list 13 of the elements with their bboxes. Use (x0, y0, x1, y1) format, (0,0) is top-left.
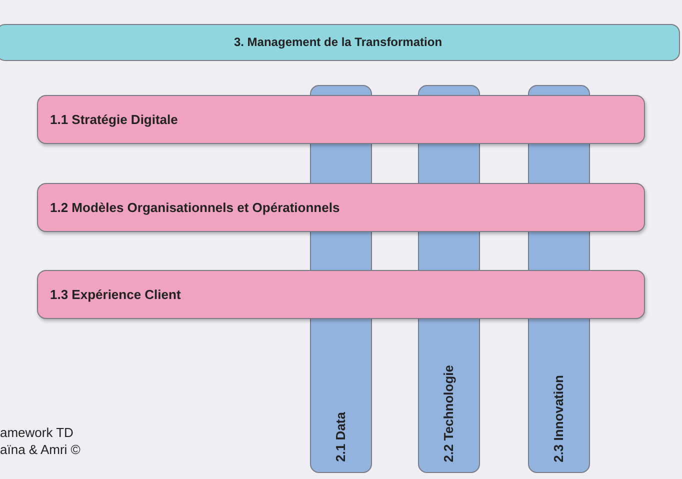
row-title: 1.1 Stratégie Digitale (50, 112, 178, 127)
column-title: 2.1 Data (333, 412, 348, 462)
credit-text: aïna & Amri © (0, 442, 80, 457)
row-title: 1.3 Expérience Client (50, 287, 181, 302)
row-band (37, 270, 645, 319)
credit-text: amework TD (0, 425, 74, 440)
row-title: 1.2 Modèles Organisationnels et Opérationnels (50, 200, 340, 215)
column-title: 2.2 Technologie (441, 364, 456, 462)
row-band (37, 183, 645, 232)
row-band (37, 95, 645, 144)
header-title: 3. Management de la Transformation (234, 35, 442, 49)
header-band (0, 24, 680, 61)
column-title: 2.3 Innovation (551, 374, 566, 462)
